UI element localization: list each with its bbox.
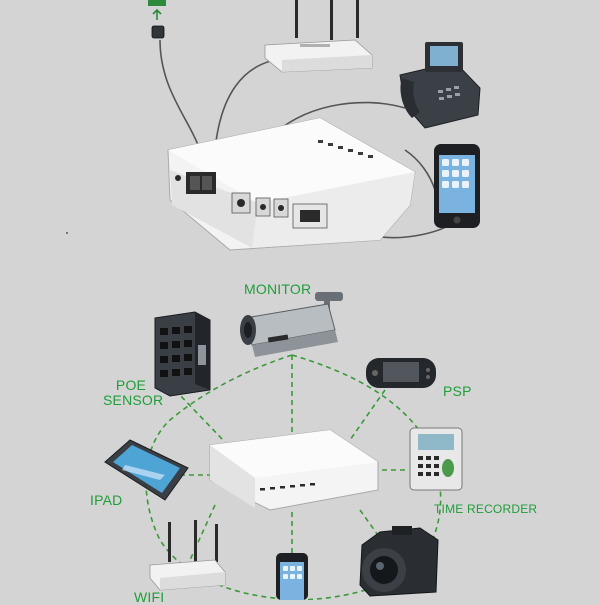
dot-marker bbox=[66, 232, 68, 234]
label-poe-line1: POE bbox=[115, 377, 147, 393]
ipad-tablet-icon bbox=[104, 439, 189, 501]
label-time-recorder: TIME RECORDER bbox=[434, 502, 538, 516]
label-wifi: WIFI bbox=[134, 589, 165, 605]
poe-switch-icon bbox=[154, 311, 211, 397]
label-monitor: MONITOR bbox=[244, 281, 312, 297]
psp-console-icon bbox=[366, 358, 436, 388]
power-adapter-icon bbox=[148, 0, 166, 39]
mini-ups-device-icon bbox=[209, 429, 379, 511]
label-psp: PSP bbox=[443, 383, 472, 399]
time-recorder-icon bbox=[409, 427, 463, 491]
mini-ups-device-rear-icon bbox=[167, 117, 416, 251]
smartphone-bottom-icon bbox=[276, 553, 308, 600]
wifi-router-bottom-icon bbox=[149, 520, 226, 591]
label-poe-line2: SENSOR bbox=[103, 392, 164, 408]
smartphone-icon bbox=[434, 144, 480, 228]
label-poe-sensor: POE SENSOR bbox=[103, 377, 164, 408]
desk-phone-icon bbox=[399, 42, 481, 129]
wifi-router-icon bbox=[264, 0, 373, 73]
dslr-camera-icon bbox=[359, 526, 439, 597]
cctv-camera-icon bbox=[240, 292, 343, 357]
label-ipad: IPAD bbox=[90, 492, 123, 508]
